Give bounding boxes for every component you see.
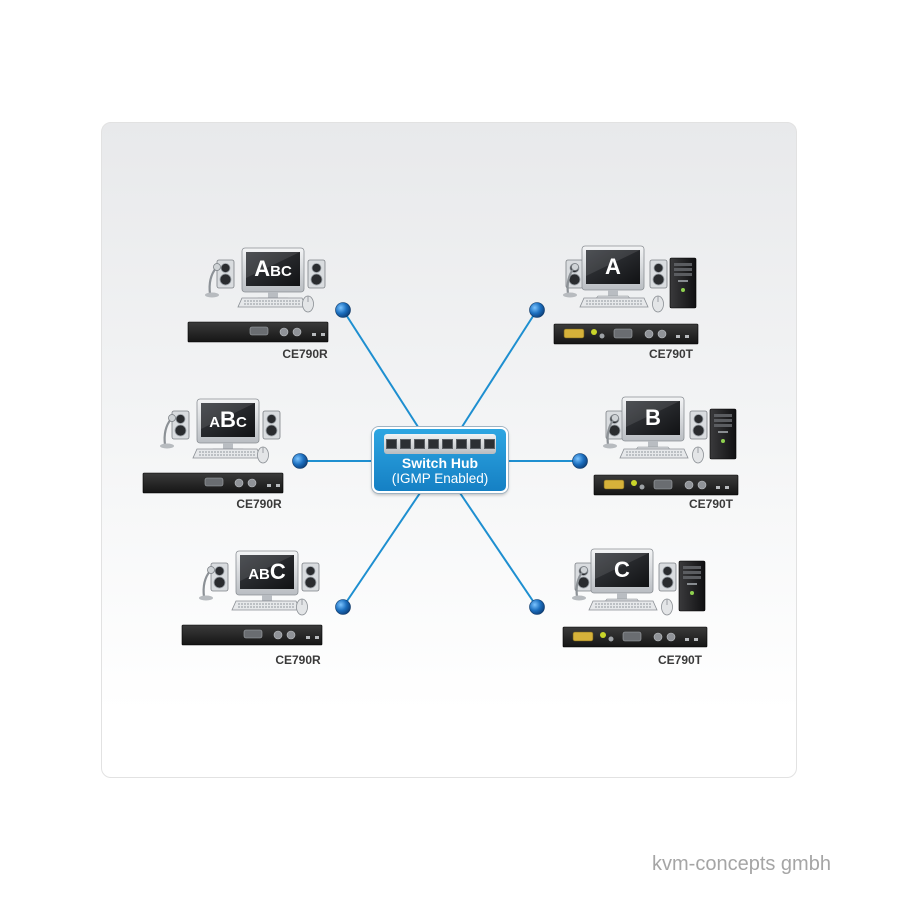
microphone-icon [199, 566, 215, 601]
speaker-icon [689, 410, 708, 440]
monitor-icon: B [621, 396, 685, 453]
speaker-icon [216, 259, 235, 289]
screen-letters: ABC [209, 407, 247, 432]
screen-letters: ABC [248, 559, 286, 584]
device-t3: C [562, 548, 708, 648]
node-t1 [529, 302, 545, 318]
speaker-icon [301, 562, 320, 592]
microphone-icon [205, 263, 221, 298]
receiver-box [142, 472, 284, 494]
hub-port [399, 439, 411, 449]
hub-port [413, 439, 425, 449]
keyboard-icon [192, 448, 262, 459]
hub-port [455, 439, 467, 449]
pc-tower-icon [678, 560, 706, 612]
transmitter-box [593, 474, 739, 496]
speaker-icon [658, 562, 677, 592]
device-t2: B [593, 396, 739, 496]
link-t1 [459, 309, 538, 431]
receiver-box [187, 321, 329, 343]
pc-tower-icon [709, 408, 737, 460]
receiver-box [181, 624, 323, 646]
keyboard-icon [237, 297, 307, 308]
mouse-icon [692, 446, 704, 464]
device-r2: ABC [142, 398, 284, 494]
node-r3 [335, 599, 351, 615]
hub-port [483, 439, 495, 449]
keyboard-icon [619, 448, 689, 459]
hub-ports [384, 434, 496, 454]
microphone-icon [563, 263, 579, 298]
hub-title: Switch Hub [401, 455, 479, 471]
monitor-icon: A [581, 245, 645, 302]
device-t1: A [553, 245, 699, 345]
monitor-icon: ABC [241, 247, 305, 304]
screen-letters: ABC [254, 256, 292, 281]
device-r1: ABC [187, 247, 329, 343]
device-label-r2: CE790R [236, 497, 282, 511]
network-links [300, 309, 580, 608]
pc-tower-icon [669, 257, 697, 309]
hub-subtitle: (IGMP Enabled) [391, 471, 489, 486]
speaker-icon [649, 259, 668, 289]
screen-letters: C [614, 557, 630, 582]
speaker-icon [307, 259, 326, 289]
device-label-t2: CE790T [688, 497, 734, 511]
hub-port [469, 439, 481, 449]
watermark: kvm-concepts gmbh [652, 853, 831, 875]
screen-letters: B [645, 405, 661, 430]
monitor-icon: C [590, 548, 654, 605]
mouse-icon [652, 295, 664, 313]
speaker-icon [171, 410, 190, 440]
mouse-icon [257, 446, 269, 464]
speaker-icon [210, 562, 229, 592]
switch-hub: Switch Hub (IGMP Enabled) [372, 427, 508, 493]
hub-port [427, 439, 439, 449]
transmitter-box [553, 323, 699, 345]
node-t3 [529, 599, 545, 615]
transmitter-box [562, 626, 708, 648]
device-label-r3: CE790R [275, 653, 321, 667]
microphone-icon [572, 566, 588, 601]
hub-port [385, 439, 397, 449]
device-label-t3: CE790T [657, 653, 703, 667]
device-label-t1: CE790T [648, 347, 694, 361]
speaker-icon [262, 410, 281, 440]
mouse-icon [302, 295, 314, 313]
node-t2 [572, 453, 588, 469]
monitor-icon: ABC [196, 398, 260, 455]
microphone-icon [160, 414, 176, 449]
hub-port [441, 439, 453, 449]
link-r3 [342, 492, 421, 608]
microphone-icon [603, 414, 619, 449]
mouse-icon [661, 598, 673, 616]
node-r2 [292, 453, 308, 469]
link-t3 [459, 492, 538, 608]
mouse-icon [296, 598, 308, 616]
keyboard-icon [231, 600, 301, 611]
keyboard-icon [579, 297, 649, 308]
screen-letters: A [605, 254, 621, 279]
device-label-r1: CE790R [282, 347, 328, 361]
device-r3: ABC [181, 550, 323, 646]
node-r1 [335, 302, 351, 318]
link-r1 [342, 309, 421, 431]
keyboard-icon [588, 600, 658, 611]
monitor-icon: ABC [235, 550, 299, 607]
link-endpoints [292, 302, 588, 615]
